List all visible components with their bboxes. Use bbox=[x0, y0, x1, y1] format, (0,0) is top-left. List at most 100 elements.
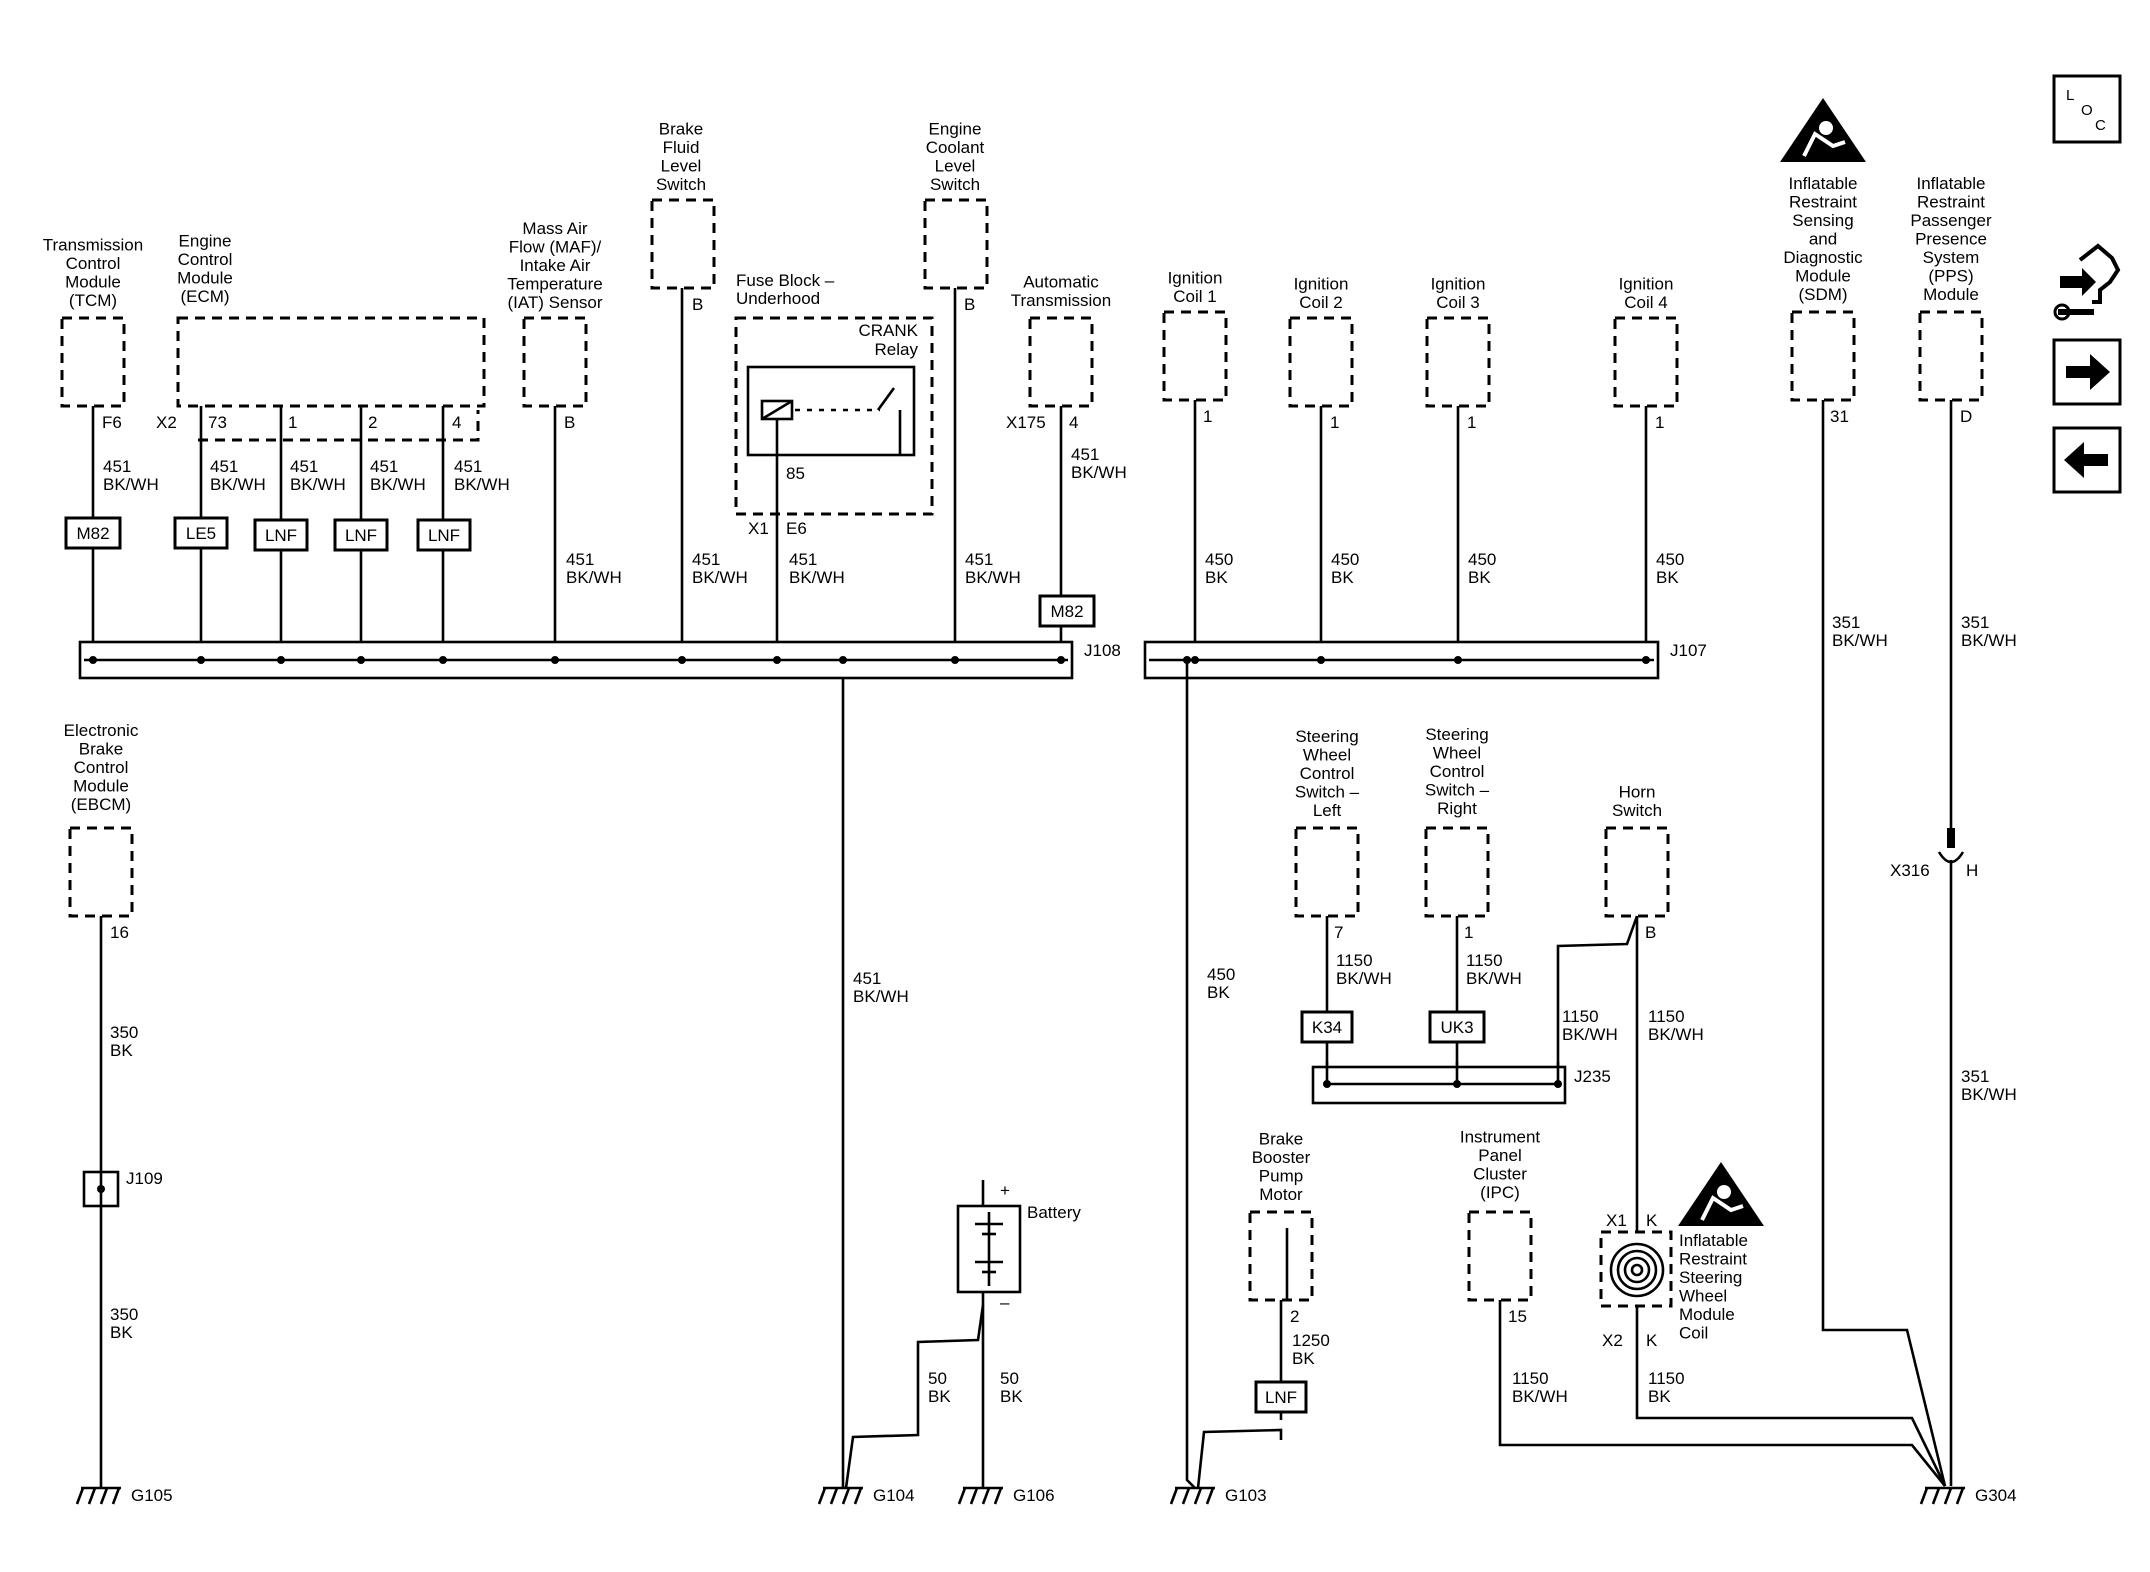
wire-swc-left-gauge: 1150 bbox=[1336, 951, 1373, 970]
pin-maf: B bbox=[564, 413, 575, 432]
pin-fuse-connector: X1 bbox=[748, 519, 769, 538]
horn-box bbox=[1604, 826, 1670, 918]
connector-info-icon[interactable] bbox=[2053, 243, 2121, 321]
crank-relay-label-line: CRANK bbox=[858, 321, 918, 340]
wire-j235-horn-gauge: 1150 bbox=[1562, 1007, 1599, 1026]
previous-page-button[interactable] bbox=[2052, 426, 2122, 494]
wire-brake-booster-gauge: 1250 bbox=[1292, 1331, 1330, 1350]
battery-label: Battery bbox=[1027, 1203, 1081, 1222]
battery-plus: + bbox=[1000, 1181, 1010, 1200]
relay-coil-diag bbox=[761, 399, 793, 421]
pin-ecm-connector: X2 bbox=[156, 413, 177, 432]
next-page-button[interactable] bbox=[2052, 338, 2122, 406]
wire-j235-horn-color: BK/WH bbox=[1562, 1025, 1618, 1044]
wire-coil-ground-gauge: 1150 bbox=[1648, 1369, 1685, 1388]
pps-label-line: (PPS) bbox=[1928, 267, 1973, 286]
wire-ebcm-lower-gauge: 350 bbox=[110, 1305, 138, 1324]
sdm-label-line: (SDM) bbox=[1798, 285, 1847, 304]
option-tag-le5-box bbox=[173, 516, 229, 550]
wire-horn-gauge: 1150 bbox=[1648, 1007, 1685, 1026]
option-tag-le5: LE5 bbox=[186, 524, 216, 543]
brake-booster-label-line: Booster bbox=[1252, 1148, 1311, 1167]
wire-swc-right-color: BK/WH bbox=[1466, 969, 1522, 988]
ebcm-label-line: Electronic bbox=[64, 721, 139, 740]
option-tag-k34: K34 bbox=[1312, 1018, 1342, 1037]
horn-label-line: Horn bbox=[1619, 783, 1656, 802]
wire-brake-fluid-color: BK/WH bbox=[692, 568, 748, 587]
wire-ebcm-upper-color: BK bbox=[110, 1041, 133, 1060]
battery-symbol bbox=[956, 1204, 1022, 1294]
loc-letter-l: L bbox=[2066, 87, 2074, 104]
location-button[interactable]: L O C bbox=[2052, 74, 2122, 144]
wire-coil3-gauge: 450 bbox=[1468, 550, 1496, 569]
ebcm-label-line: Control bbox=[74, 758, 129, 777]
splice-j235-label: J235 bbox=[1574, 1067, 1611, 1086]
fuse-block-label-line: Underhood bbox=[736, 289, 820, 308]
pin-swc-right: 1 bbox=[1464, 923, 1473, 942]
wire-tcm-gauge: 451 bbox=[103, 457, 131, 476]
option-tag-uk3-box bbox=[1428, 1010, 1486, 1044]
coil1-box bbox=[1162, 310, 1228, 402]
swc-right-label-line: Right bbox=[1437, 799, 1477, 818]
wire-maf-gauge: 451 bbox=[566, 550, 594, 569]
wire-coolant-gauge: 451 bbox=[965, 550, 993, 569]
ecm-label-line: (ECM) bbox=[180, 287, 229, 306]
pin-brake-fluid: B bbox=[692, 295, 703, 314]
coil4-label-line: Coil 4 bbox=[1624, 293, 1667, 312]
wire-swc-left-color: BK/WH bbox=[1336, 969, 1392, 988]
swc-right-label-line: Control bbox=[1430, 762, 1485, 781]
coil3-box bbox=[1425, 316, 1491, 408]
wire-ebcm-lower-color: BK bbox=[110, 1323, 133, 1342]
sdm-label-line: and bbox=[1809, 230, 1837, 249]
coil-module-label-line: Module bbox=[1679, 1305, 1735, 1324]
ipc-box bbox=[1467, 1210, 1533, 1302]
wire-battery-g104-gauge: 50 bbox=[928, 1369, 947, 1388]
option-tag-lnf: LNF bbox=[428, 526, 460, 545]
wire-horn-color: BK/WH bbox=[1648, 1025, 1704, 1044]
wire-j108-ground-color: BK/WH bbox=[853, 987, 909, 1006]
wire-ebcm-upper-gauge: 350 bbox=[110, 1023, 138, 1042]
pin-ecm-1: 1 bbox=[288, 413, 297, 432]
ground-g104-label: G104 bbox=[873, 1486, 915, 1505]
wire-sdm-color: BK/WH bbox=[1832, 631, 1888, 650]
pin-coil2: 1 bbox=[1330, 413, 1339, 432]
ecm-label-line: Module bbox=[177, 269, 233, 288]
sdm-label-line: Inflatable bbox=[1789, 174, 1858, 193]
coolant-label-line: Switch bbox=[930, 175, 980, 194]
horn-label-line: Switch bbox=[1612, 801, 1662, 820]
ipc-label-line: Instrument bbox=[1460, 1128, 1541, 1147]
ipc-label-line: Panel bbox=[1478, 1146, 1521, 1165]
ebcm-label-line: Module bbox=[73, 777, 129, 796]
swc-left-label-line: Switch – bbox=[1295, 783, 1360, 802]
coil1-label-line: Coil 1 bbox=[1173, 287, 1216, 306]
wire-ecm-2-gauge: 451 bbox=[370, 457, 398, 476]
ecm-label-line: Control bbox=[178, 250, 233, 269]
splice-dots bbox=[89, 656, 1650, 1088]
wire-j107-ground-gauge: 450 bbox=[1207, 965, 1235, 984]
brake-booster-label-line: Motor bbox=[1259, 1185, 1303, 1204]
ipc-label-line: (IPC) bbox=[1480, 1183, 1520, 1202]
crank-relay-box bbox=[746, 365, 916, 457]
pin-coolant: B bbox=[964, 295, 975, 314]
wire-j108-ground-gauge: 451 bbox=[853, 969, 881, 988]
pps-box bbox=[1918, 310, 1984, 402]
sdm-label-line: Diagnostic bbox=[1783, 248, 1863, 267]
swc-left-box bbox=[1294, 826, 1360, 918]
pin-relay-85: 85 bbox=[786, 464, 805, 483]
wire-fuse-block-color: BK/WH bbox=[789, 568, 845, 587]
pin-x316: X316 bbox=[1890, 861, 1930, 880]
brake-booster-label-line: Brake bbox=[1259, 1130, 1303, 1149]
ground-g103-label: G103 bbox=[1225, 1486, 1267, 1505]
pps-label-line: Passenger bbox=[1910, 211, 1992, 230]
clockspring-coil-icon bbox=[1609, 1242, 1665, 1298]
arrow-right-icon bbox=[2066, 354, 2110, 390]
coil-module-label-line: Inflatable bbox=[1679, 1231, 1748, 1250]
coil-module-label-line: Wheel bbox=[1679, 1287, 1727, 1306]
coil3-label-line: Ignition bbox=[1431, 275, 1486, 294]
coil-module-label-line: Coil bbox=[1679, 1324, 1708, 1343]
ground-g304-label: G304 bbox=[1975, 1486, 2017, 1505]
tcm-box bbox=[60, 316, 126, 408]
option-tag-lnf-box bbox=[1254, 1380, 1308, 1414]
brake-fluid-label-line: Brake bbox=[659, 120, 703, 139]
